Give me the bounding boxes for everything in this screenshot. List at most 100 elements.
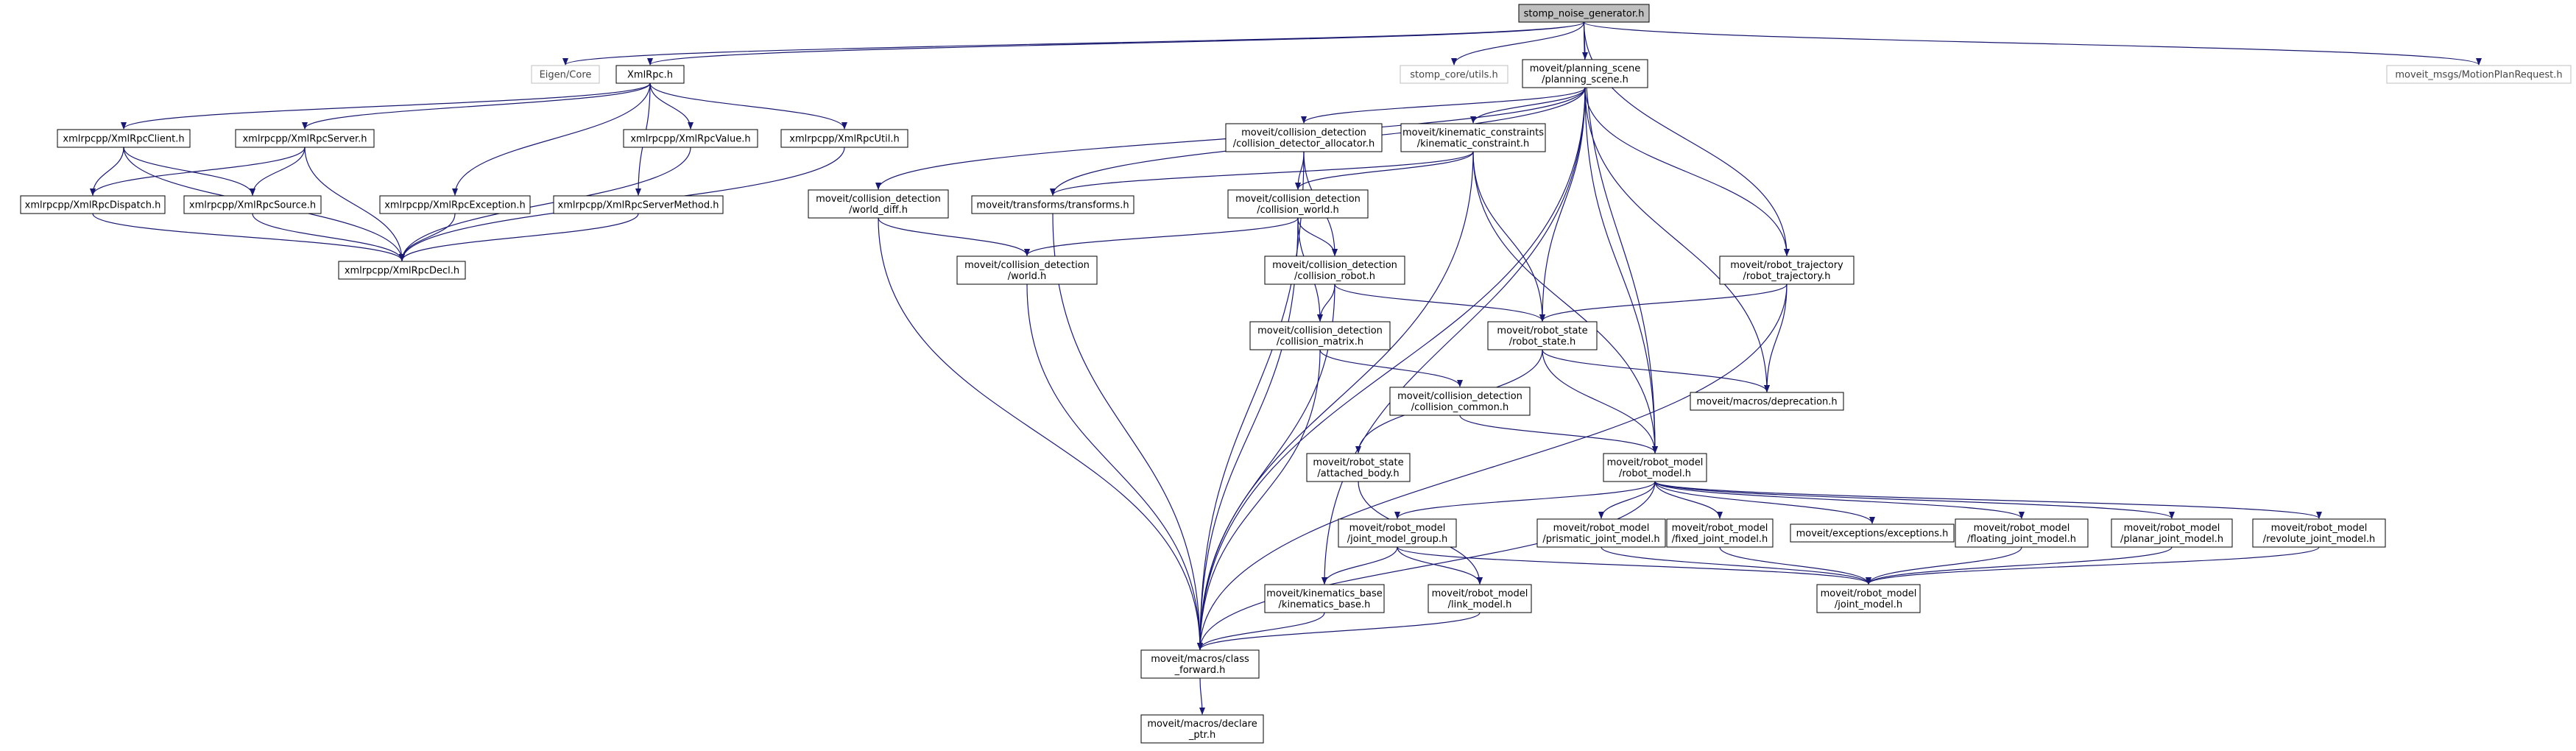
node-transforms[interactable]: moveit/transforms/transforms.h xyxy=(971,195,1135,214)
edge-kinconstr-to-cworld xyxy=(1295,151,1474,190)
node-cworld[interactable]: moveit/collision_detection/collision_wor… xyxy=(1227,189,1369,219)
node-robottraj[interactable]: moveit/robot_trajectory/robot_trajectory… xyxy=(1719,255,1855,285)
node-revolute[interactable]: moveit/robot_model/revolute_joint_model.… xyxy=(2252,518,2386,548)
node-servermethod[interactable]: xmlrpcpp/XmlRpcServerMethod.h xyxy=(553,195,724,214)
node-label-classfwd-line-0: moveit/macros/class xyxy=(1151,654,1249,665)
edge-server-to-decl xyxy=(304,147,405,261)
node-exceptions[interactable]: moveit/exceptions/exceptions.h xyxy=(1790,523,1955,543)
node-label-linkmodel-line-0: moveit/robot_model xyxy=(1432,588,1528,599)
node-box-robotmodel xyxy=(1603,453,1707,482)
edge-robotmodel-to-planar xyxy=(1654,481,2175,519)
node-box-world xyxy=(956,255,1098,285)
edge-value-to-decl xyxy=(399,147,691,261)
node-label-jointmodel-line-0: moveit/robot_model xyxy=(1821,588,1917,599)
node-cdalloc[interactable]: moveit/collision_detection/collision_det… xyxy=(1225,123,1383,152)
node-motionplan[interactable]: moveit_msgs/MotionPlanRequest.h xyxy=(2386,65,2572,84)
edge-crobot-to-classfwd xyxy=(1197,283,1335,650)
node-kinbase[interactable]: moveit/kinematics_base/kinematics_base.h xyxy=(1264,584,1385,613)
node-box-planar xyxy=(2111,518,2233,548)
node-worlddiff[interactable]: moveit/collision_detection/world_diff.h xyxy=(808,189,949,219)
edge-root-to-robotmodel xyxy=(1583,21,1658,454)
edge-cworld-to-classfwd xyxy=(1197,217,1299,650)
edge-dispatch-to-decl xyxy=(92,213,405,261)
node-stompcore[interactable]: stomp_core/utils.h xyxy=(1400,65,1508,84)
node-label-crobot-line-0: moveit/collision_detection xyxy=(1272,260,1397,271)
node-jointmodel[interactable]: moveit/robot_model/joint_model.h xyxy=(1816,584,1921,613)
node-box-planscene xyxy=(1522,59,1648,88)
edge-root-to-stompcore xyxy=(1451,21,1585,66)
node-prismatic[interactable]: moveit/robot_model/prismatic_joint_model… xyxy=(1536,518,1666,548)
node-exception[interactable]: xmlrpcpp/XmlRpcException.h xyxy=(379,195,531,214)
node-label-robotstate-line-1: /robot_state.h xyxy=(1509,336,1576,348)
edge-planscene-to-deprecation xyxy=(1584,87,1770,392)
node-box-cdalloc xyxy=(1225,123,1383,152)
node-value[interactable]: xmlrpcpp/XmlRpcValue.h xyxy=(623,129,758,148)
node-eigen[interactable]: Eigen/Core xyxy=(531,65,600,84)
node-attached[interactable]: moveit/robot_state/attached_body.h xyxy=(1306,453,1411,482)
node-label-robottraj-line-0: moveit/robot_trajectory xyxy=(1730,260,1843,271)
node-kinconstr[interactable]: moveit/kinematic_constraints/kinematic_c… xyxy=(1400,123,1546,152)
node-ccommon[interactable]: moveit/collision_detection/collision_com… xyxy=(1389,387,1531,416)
node-planar[interactable]: moveit/robot_model/planar_joint_model.h xyxy=(2111,518,2233,548)
node-deprecation[interactable]: moveit/macros/deprecation.h xyxy=(1690,392,1844,411)
node-xmlrpc[interactable]: XmlRpc.h xyxy=(615,65,685,84)
node-robotmodel[interactable]: moveit/robot_model/robot_model.h xyxy=(1603,453,1707,482)
node-box-decl xyxy=(338,261,466,280)
node-source[interactable]: xmlrpcpp/XmlRpcSource.h xyxy=(183,195,322,214)
node-declptr[interactable]: moveit/macros/declare_ptr.h xyxy=(1140,714,1264,744)
node-label-fixed-line-1: /fixed_joint_model.h xyxy=(1672,534,1768,545)
node-label-robotstate-line-0: moveit/robot_state xyxy=(1497,325,1587,336)
node-label-cworld-line-1: /collision_world.h xyxy=(1257,205,1339,216)
edge-cmatrix-to-ccommon xyxy=(1319,349,1463,387)
node-robotstate[interactable]: moveit/robot_state/robot_state.h xyxy=(1487,321,1598,350)
node-box-ccommon xyxy=(1389,387,1531,416)
edge-source-to-decl xyxy=(252,213,405,261)
node-fixed[interactable]: moveit/robot_model/fixed_joint_model.h xyxy=(1666,518,1774,548)
node-root[interactable]: stomp_noise_generator.h xyxy=(1518,4,1650,23)
edge-cmatrix-to-classfwd xyxy=(1197,349,1321,650)
node-label-planar-line-1: /planar_joint_model.h xyxy=(2120,534,2223,545)
node-label-floating-line-1: /floating_joint_model.h xyxy=(1967,534,2076,545)
edge-robottraj-to-deprecation xyxy=(1764,283,1788,392)
node-box-client xyxy=(57,129,191,148)
node-floating[interactable]: moveit/robot_model/floating_joint_model.… xyxy=(1955,518,2089,548)
node-jmgroup[interactable]: moveit/robot_model/joint_model_group.h xyxy=(1338,518,1457,548)
node-label-util-line-0: xmlrpcpp/XmlRpcUtil.h xyxy=(789,134,899,145)
node-label-declptr-line-1: _ptr.h xyxy=(1188,730,1215,741)
edge-robotstate-to-robotmodel xyxy=(1542,349,1658,454)
node-linkmodel[interactable]: moveit/robot_model/link_model.h xyxy=(1428,584,1532,613)
node-label-revolute-line-0: moveit/robot_model xyxy=(2271,523,2368,534)
edge-linkmodel-to-classfwd xyxy=(1197,612,1481,650)
node-client[interactable]: xmlrpcpp/XmlRpcClient.h xyxy=(57,129,191,148)
edge-robotmodel-to-exceptions xyxy=(1654,481,1875,524)
edge-jmgroup-to-jointmodel xyxy=(1397,546,1871,585)
edge-worlddiff-to-world xyxy=(878,217,1030,256)
node-classfwd[interactable]: moveit/macros/class_forward.h xyxy=(1140,649,1260,679)
node-label-source-line-0: xmlrpcpp/XmlRpcSource.h xyxy=(189,200,316,211)
node-crobot[interactable]: moveit/collision_detection/collision_rob… xyxy=(1264,255,1405,285)
edge-revolute-to-jointmodel xyxy=(1866,546,2320,585)
node-cmatrix[interactable]: moveit/collision_detection/collision_mat… xyxy=(1249,321,1391,350)
edge-robotmodel-to-fixed xyxy=(1654,481,1723,519)
node-decl[interactable]: xmlrpcpp/XmlRpcDecl.h xyxy=(338,261,466,280)
node-box-exception xyxy=(379,195,531,214)
node-box-source xyxy=(183,195,322,214)
node-label-robottraj-line-1: /robot_trajectory.h xyxy=(1743,271,1831,282)
node-planscene[interactable]: moveit/planning_scene/planning_scene.h xyxy=(1522,59,1648,88)
node-label-stompcore-line-0: stomp_core/utils.h xyxy=(1410,70,1497,81)
node-util[interactable]: xmlrpcpp/XmlRpcUtil.h xyxy=(780,129,908,148)
node-world[interactable]: moveit/collision_detection/world.h xyxy=(956,255,1098,285)
edge-fixed-to-jointmodel xyxy=(1719,546,1871,585)
node-server[interactable]: xmlrpcpp/XmlRpcServer.h xyxy=(235,129,375,148)
node-dispatch[interactable]: xmlrpcpp/XmlRpcDispatch.h xyxy=(20,195,166,214)
node-box-cworld xyxy=(1227,189,1369,219)
node-label-jointmodel-line-1: /joint_model.h xyxy=(1835,599,1902,610)
edge-client-to-source xyxy=(123,147,255,196)
node-box-util xyxy=(780,129,908,148)
edge-xmlrpc-to-exception xyxy=(452,82,651,196)
node-label-worlddiff-line-0: moveit/collision_detection xyxy=(816,194,941,205)
node-label-classfwd-line-1: _forward.h xyxy=(1174,665,1226,676)
edge-robotmodel-to-classfwd xyxy=(1197,481,1656,650)
